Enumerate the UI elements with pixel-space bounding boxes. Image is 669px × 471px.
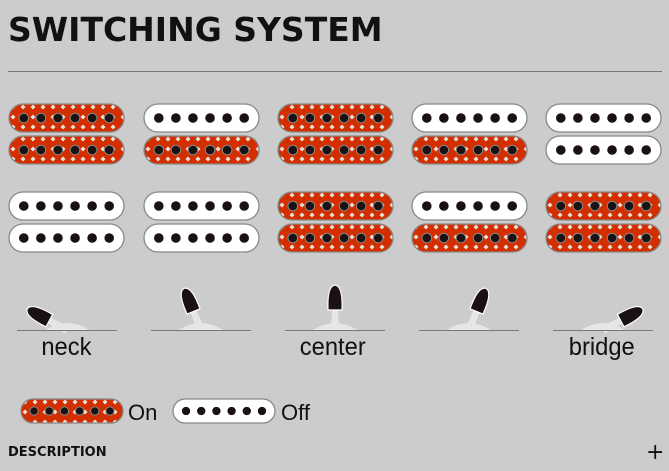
legend-on-coil-icon bbox=[20, 398, 124, 428]
pickup-coil-on bbox=[411, 135, 528, 165]
pickup-coil-on bbox=[277, 223, 394, 253]
pickup-coil-on bbox=[545, 191, 662, 221]
pickup-coil-off bbox=[143, 103, 260, 133]
pickup-coil-on bbox=[411, 223, 528, 253]
legend-on-label: On bbox=[128, 400, 158, 425]
pickup-coil-off bbox=[545, 135, 662, 165]
legend-off-label: Off bbox=[281, 400, 310, 425]
pickup-coil-off bbox=[545, 103, 662, 133]
pickup-coil-off bbox=[8, 191, 125, 221]
pickup-coil-on bbox=[277, 135, 394, 165]
pickup-coil-on bbox=[545, 223, 662, 253]
label-neck: neck bbox=[41, 333, 92, 361]
pickup-coil-on bbox=[8, 103, 125, 133]
switch-position-neck-center bbox=[151, 282, 251, 334]
switch-position-center-bridge bbox=[419, 282, 519, 334]
switch-position-neck bbox=[17, 282, 117, 334]
pickup-coil-off bbox=[8, 223, 125, 253]
label-bridge: bridge bbox=[568, 333, 635, 361]
pickup-coil-on bbox=[8, 135, 125, 165]
expand-plus-icon[interactable]: + bbox=[646, 440, 665, 465]
description-heading[interactable]: DESCRIPTION bbox=[8, 445, 107, 460]
legend-off-coil-icon bbox=[172, 398, 276, 428]
pickup-coil-off bbox=[143, 191, 260, 221]
page-title: SWITCHING SYSTEM bbox=[8, 10, 383, 49]
pickup-coil-off bbox=[143, 223, 260, 253]
label-center: center bbox=[299, 333, 366, 361]
pickup-coil-on bbox=[277, 191, 394, 221]
pickup-coil-on bbox=[143, 135, 260, 165]
switch-position-center bbox=[285, 282, 385, 334]
pickup-coil-off bbox=[411, 103, 528, 133]
divider bbox=[8, 71, 662, 72]
pickup-coil-on bbox=[277, 103, 394, 133]
switch-position-bridge bbox=[553, 282, 653, 334]
pickup-coil-off bbox=[411, 191, 528, 221]
